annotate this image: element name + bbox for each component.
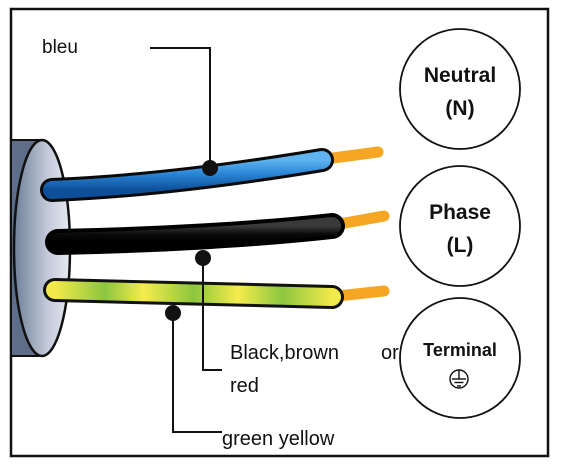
marker-dot-blue [202,160,218,176]
leader-line-black [202,258,222,371]
ground-icon [449,369,469,389]
terminal-neutral-symbol: (N) [445,97,474,120]
terminal-phase: Phase (L) [399,165,521,287]
label-black-wire-line2: red [230,375,259,397]
terminal-neutral: Neutral (N) [399,28,521,150]
label-black-wire-line1: Black,brown [230,342,339,364]
label-black-wire-or: or [381,342,399,364]
terminal-phase-symbol: (L) [447,234,474,257]
terminal-phase-title: Phase [429,201,491,224]
label-blue-wire: bleu [42,37,78,58]
leader-line-earth [172,313,222,433]
marker-dot-black [195,250,211,266]
terminal-earth-title: Terminal [423,340,497,360]
terminal-neutral-title: Neutral [424,64,496,87]
leader-line-blue [150,47,211,168]
marker-dot-earth [165,305,181,321]
terminal-earth: Terminal [399,297,521,419]
label-earth-wire: green yellow [222,428,335,450]
